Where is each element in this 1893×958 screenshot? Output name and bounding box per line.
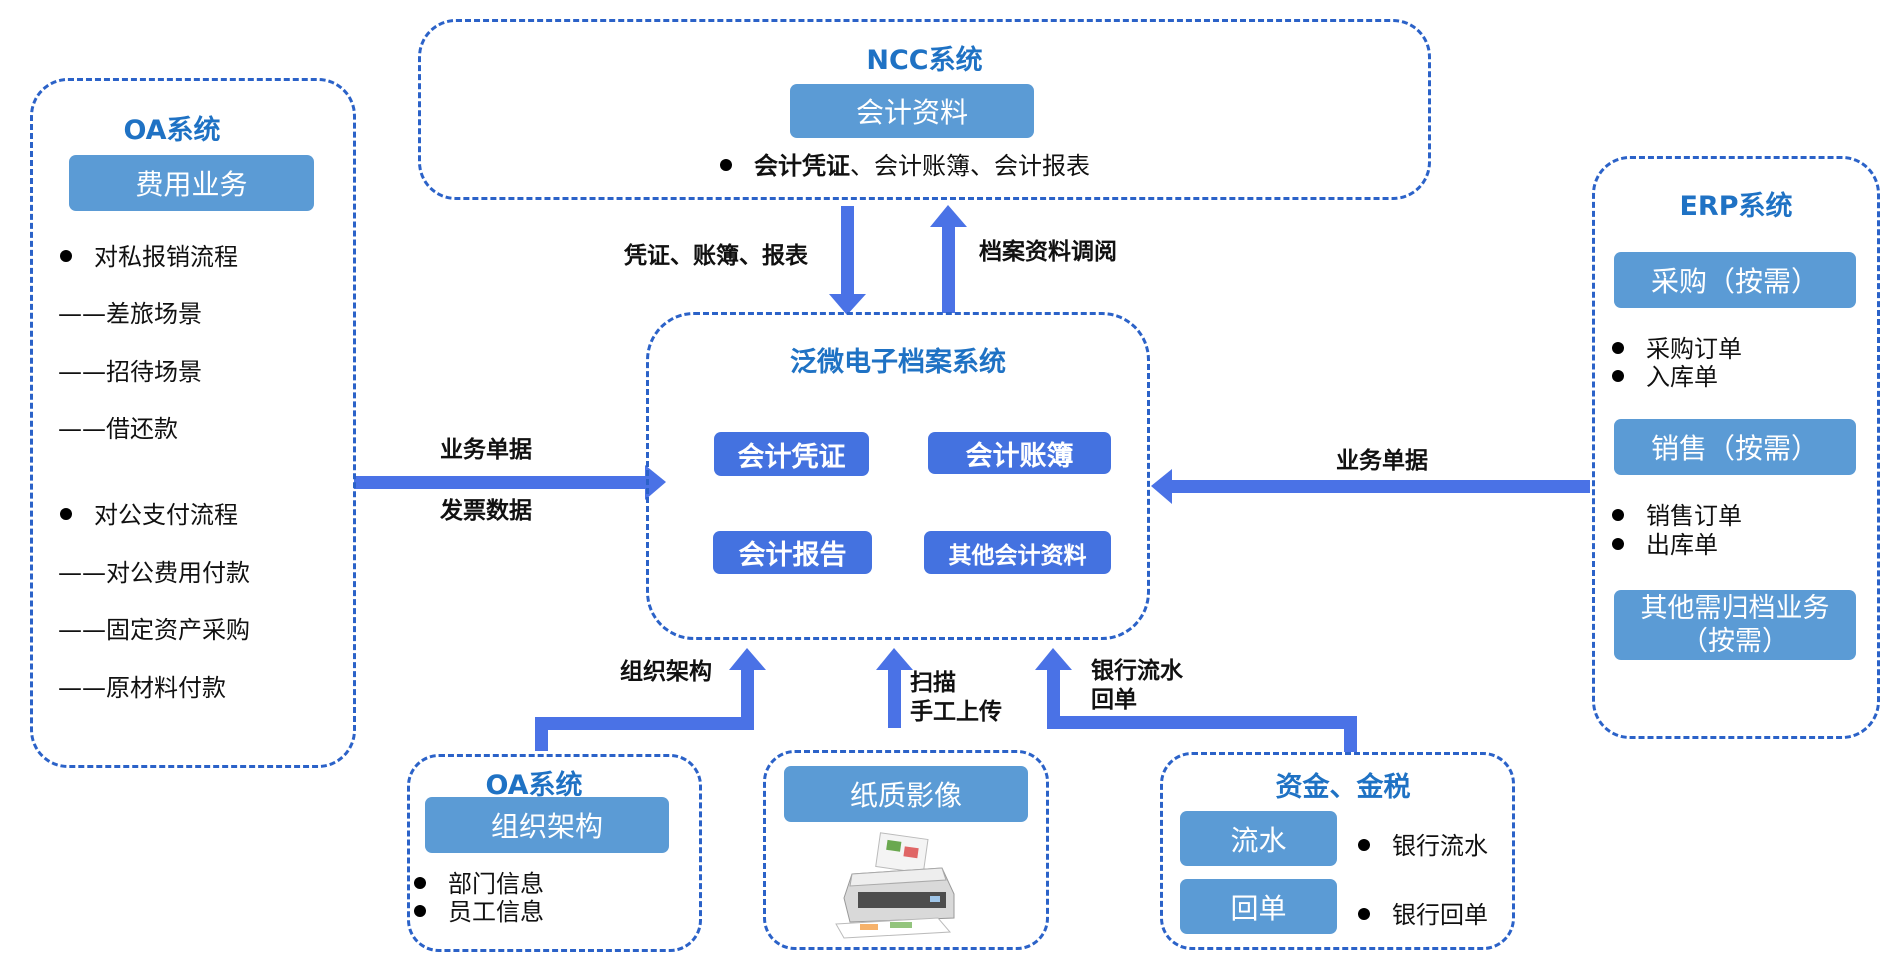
flow2-sub-item: ——对公费用付款 [58, 559, 250, 587]
private-reimburse-flow: 对私报销流程 [60, 237, 238, 272]
warehouse-out-item: 出库单 [1612, 525, 1718, 560]
arrow-ncc-to-center [829, 206, 866, 315]
bullet-icon [414, 877, 426, 889]
archive-system-title: 泛微电子档案系统 [790, 347, 1006, 378]
bank-arrow-label-2: 回单 [1091, 687, 1137, 713]
scanner-icon [835, 832, 955, 939]
ncc-accounting-data-pill: 会计资料 [790, 84, 1034, 138]
flow1-sub-item: ——借还款 [58, 415, 178, 443]
bank-receipt-item: 银行回单 [1358, 895, 1488, 930]
ledger-pill: 会计账簿 [928, 432, 1111, 474]
warehouse-in-item: 入库单 [1612, 357, 1718, 392]
bullet-icon [1358, 908, 1370, 920]
report-pill: 会计报告 [713, 531, 872, 574]
oa-bottom-title: OA系统 [485, 770, 583, 801]
erp-title: ERP系统 [1679, 191, 1793, 222]
other-archive-pill: 其他需归档业务（按需） [1614, 590, 1856, 660]
flow-pill: 流水 [1180, 811, 1337, 866]
arrow-center-to-ncc [930, 205, 967, 313]
erp-arrow-label: 业务单据 [1336, 448, 1428, 474]
oa-arrow-label-2: 发票数据 [440, 498, 532, 524]
arrow-erp-to-center [1151, 469, 1590, 504]
sales-order-item: 销售订单 [1612, 496, 1742, 531]
up-arrow-label: 档案资料调阅 [979, 239, 1117, 265]
finance-title: 资金、金税 [1275, 772, 1411, 803]
public-payment-flow: 对公支付流程 [60, 495, 238, 530]
other-accounting-pill: 其他会计资料 [924, 531, 1111, 574]
receipt-pill: 回单 [1180, 879, 1337, 934]
sales-pill: 销售（按需） [1614, 419, 1856, 475]
expense-business-pill: 费用业务 [69, 155, 314, 211]
employee-info-item: 员工信息 [414, 892, 544, 927]
weaver-archive-box [646, 312, 1150, 640]
flow1-sub-item: ——招待场景 [58, 358, 202, 386]
oa-arrow-label-1: 业务单据 [440, 437, 532, 463]
org-structure-pill: 组织架构 [425, 797, 669, 853]
bullet-icon [60, 508, 72, 520]
bullet-icon [1612, 342, 1624, 354]
bank-flow-item: 银行流水 [1358, 826, 1488, 861]
bullet-icon [1612, 370, 1624, 382]
oa-system-box [30, 78, 356, 768]
bullet-icon [60, 250, 72, 262]
oa-title: OA系统 [123, 115, 221, 146]
bullet-icon [1612, 538, 1624, 550]
down-arrow-label: 凭证、账簿、报表 [624, 243, 808, 269]
paper-image-pill: 纸质影像 [784, 766, 1028, 822]
voucher-pill: 会计凭证 [714, 432, 869, 476]
flow1-sub-item: ——差旅场景 [58, 300, 202, 328]
oa-org-box [407, 754, 702, 952]
bullet-icon [1358, 839, 1370, 851]
ncc-bold-item: 会计凭证 [754, 152, 850, 180]
org-arrow-label: 组织架构 [620, 659, 712, 685]
arrow-scan-to-center [876, 648, 913, 728]
bullet-icon [720, 159, 732, 171]
arrow-org-to-center [535, 648, 766, 751]
ncc-rest-items: 、会计账簿、会计报表 [850, 152, 1090, 180]
paper-image-box [763, 750, 1049, 950]
department-info-item: 部门信息 [414, 864, 544, 899]
arrow-oa-to-center [354, 465, 666, 500]
finance-tax-box [1160, 752, 1515, 950]
bullet-icon [414, 905, 426, 917]
bullet-icon [1612, 509, 1624, 521]
ncc-detail-line: 会计凭证、会计账簿、会计报表 [720, 146, 1090, 181]
erp-system-box [1592, 156, 1880, 739]
flow2-sub-item: ——原材料付款 [58, 674, 226, 702]
purchase-pill: 采购（按需） [1614, 252, 1856, 308]
purchase-order-item: 采购订单 [1612, 329, 1742, 364]
flow2-sub-item: ——固定资产采购 [58, 616, 250, 644]
scan-arrow-label-1: 扫描 [910, 670, 956, 696]
ncc-title: NCC系统 [866, 45, 983, 76]
arrow-bank-to-center [1035, 648, 1357, 752]
scan-arrow-label-2: 手工上传 [910, 699, 1002, 725]
ncc-system-box [418, 19, 1431, 200]
bank-arrow-label-1: 银行流水 [1091, 658, 1183, 684]
